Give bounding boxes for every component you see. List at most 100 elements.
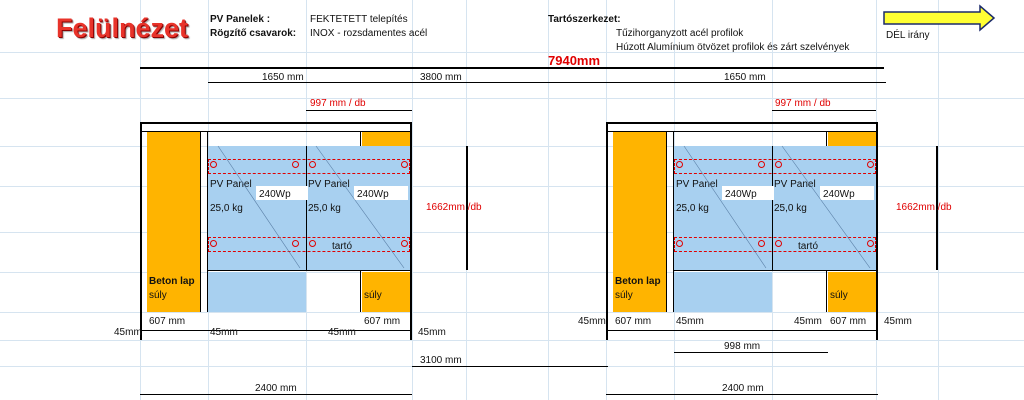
grid-row-line [0,186,1024,187]
span-left: 1650 mm [262,72,304,83]
pv-value: FEKTETETT telepítés [310,14,408,25]
concrete-slab-right [613,132,666,312]
small-weight: súly [364,290,382,301]
grid-row-line [0,232,1024,233]
dim-45mm: 45mm [210,327,238,338]
per-panel-left: 997 mm / db [310,98,366,109]
per-panel-line-right [772,110,876,111]
div-line [673,132,674,312]
dim-45mm: 45mm [676,316,704,327]
concrete-top-right [828,132,876,146]
grid-col-line [938,0,939,400]
grid-row-line [0,340,1024,341]
concrete-label: Beton lap [149,276,195,287]
screw-icon [292,161,299,168]
screw-icon [309,240,316,247]
support-line-1: Tűzihorganyzott acél profilok [616,28,744,39]
screw-icon [775,240,782,247]
grid-row-line [0,272,1024,273]
screw-icon [867,161,874,168]
base-right: 2400 mm [722,383,764,394]
frame-top [606,122,878,124]
screw-icon [758,240,765,247]
inner-right: 998 mm [724,341,761,352]
dim-45mm: 45mm [794,316,822,327]
panel-name: PV Panel [774,179,816,190]
base-left: 2400 mm [255,383,297,394]
screw-icon [292,240,299,247]
page-title: Felülnézet [56,13,189,43]
inner-right-line [674,352,828,353]
inner-gap: 3100 mm [420,355,462,366]
bottom-dim-line [140,330,412,331]
bottom-dim-line [606,330,878,331]
inner-gap-line [412,366,608,367]
dim-607mm: 607 mm [830,316,867,327]
frame-top-inner [140,131,412,132]
per-panel-line-left [306,110,412,111]
gap-width: 3800 mm [420,72,462,83]
frame-right [876,122,878,340]
panel-name: PV Panel [210,179,252,190]
holder-label: tartó [332,241,353,252]
dim-45mm: 45mm [418,327,446,338]
div-line [207,132,208,312]
dim-607mm: 607 mm [149,316,186,327]
grid-row-line [0,98,1024,99]
panel-name: PV Panel [308,179,350,190]
screw-value: INOX - rozsdamentes acél [310,28,428,39]
concrete-slab-left [147,132,200,312]
base-line-right [606,394,878,395]
div-line [200,132,201,312]
support-label: Tartószerkezet: [548,14,621,25]
concrete-small-right [362,272,410,312]
panel-height: 1662mm /db [896,202,952,213]
screw-icon [867,240,874,247]
dim-45mm: 45mm [328,327,356,338]
frame-top-inner [606,131,878,132]
screw-icon [210,161,217,168]
panel-weight: 25,0 kg [308,203,341,214]
height-dimension-line [466,146,468,270]
mount-rail-bottom [674,237,876,252]
span-dimension-line [208,82,886,83]
concrete-top-right [362,132,410,146]
concrete-label: Beton lap [615,276,661,287]
panel-weight: 25,0 kg [774,203,807,214]
panel-bottom-line [674,270,876,271]
base-line-left [140,394,412,395]
screw-icon [401,161,408,168]
frame-left [140,122,142,340]
screw-icon [210,240,217,247]
dim-45mm: 45mm [578,316,606,327]
mount-rail-top [208,159,410,174]
screw-label: Rögzítő csavarok: [210,28,297,39]
screw-icon [676,240,683,247]
small-weight: súly [830,290,848,301]
panel-weight: 25,0 kg [210,203,243,214]
grid-row-line [0,312,1024,313]
panel-power: 240Wp [259,189,291,200]
frame-left [606,122,608,340]
pv-label: PV Panelek : [210,14,271,25]
screw-icon [401,240,408,247]
dim-607mm: 607 mm [364,316,401,327]
panel-weight: 25,0 kg [676,203,709,214]
panel-height: 1662mm /db [426,202,482,213]
frame-top [140,122,412,124]
div-line [666,132,667,312]
dim-607mm: 607 mm [615,316,652,327]
grid-col-line [548,0,549,400]
dim-45mm: 45mm [114,327,142,338]
concrete-weight: súly [149,290,167,301]
panel-power: 240Wp [725,189,757,200]
screw-icon [309,161,316,168]
concrete-weight: súly [615,290,633,301]
panel-power: 240Wp [357,189,389,200]
span-right: 1650 mm [724,72,766,83]
panel-divider [772,146,773,270]
mount-rail-bottom [208,237,410,252]
dim-45mm: 45mm [884,316,912,327]
pv-panel-lower [208,272,306,312]
panel-name: PV Panel [676,179,718,190]
